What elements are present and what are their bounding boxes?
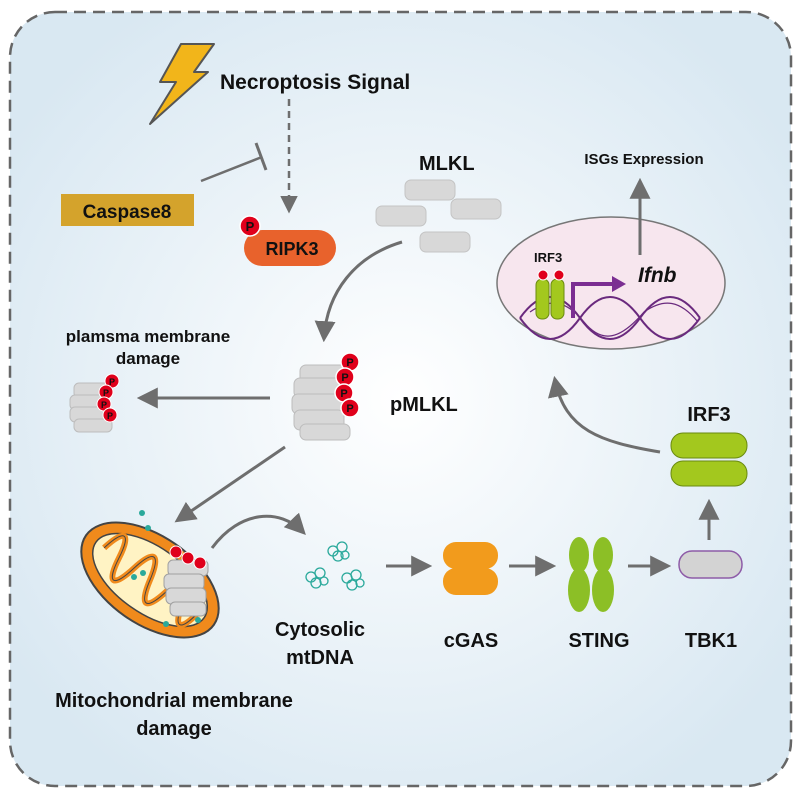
plasma-damage-label-line2: damage <box>116 349 180 368</box>
ifnb-label: Ifnb <box>638 264 677 287</box>
transcription-arrowhead <box>612 276 626 292</box>
tbk1-icon <box>678 550 743 579</box>
svg-text:P: P <box>340 388 347 400</box>
mito-damage-label-line2: damage <box>136 718 212 740</box>
mtdna-label-line1: Cytosolic <box>275 619 365 641</box>
cytosolic-mtdna-icon <box>305 541 365 591</box>
mlkl-to-pmlkl-arrow <box>314 240 403 343</box>
pmlkl-phospho-icons: P P P P <box>334 352 360 418</box>
nucleus-irf3-label: IRF3 <box>534 250 562 265</box>
plasma-damage-label-line1: plamsma membrane <box>66 327 230 346</box>
pmlkl-to-mito-arrow <box>174 445 286 523</box>
irf3-to-nucleus-arrow <box>548 375 661 454</box>
pmlkl-oligomer: P P P P <box>291 352 360 441</box>
mito-pmlkl-pore <box>163 545 209 617</box>
caspase8-inhibition-bar <box>254 142 268 171</box>
caspase8-inhibition-line <box>200 155 263 183</box>
svg-text:P: P <box>346 403 353 415</box>
svg-text:P: P <box>107 411 113 421</box>
svg-text:P: P <box>246 219 255 234</box>
svg-text:P: P <box>103 388 109 398</box>
nucleus-irf3-dimer-icon <box>535 269 565 320</box>
cgas-label: cGAS <box>444 630 498 652</box>
necroptosis-signal-label: Necroptosis Signal <box>220 71 410 94</box>
mito-to-mtdna-arrow <box>210 512 306 549</box>
svg-text:P: P <box>109 377 115 387</box>
svg-text:P: P <box>101 400 107 410</box>
mtdna-label-line2: mtDNA <box>286 647 354 669</box>
isgs-expression-label: ISGs Expression <box>584 151 703 168</box>
caspase8-label: Caspase8 <box>83 202 172 223</box>
lightning-icon <box>149 43 215 125</box>
mito-damage-label-line1: Mitochondrial membrane <box>55 690 293 712</box>
sting-icon <box>568 537 614 612</box>
svg-text:P: P <box>341 372 348 384</box>
pmlkl-label: pMLKL <box>390 394 458 416</box>
ripk3-pill <box>244 230 336 266</box>
mlkl-label: MLKL <box>419 153 475 175</box>
caspase8-box <box>61 194 194 226</box>
plasma-pmlkl-cluster: P P P P <box>69 373 120 433</box>
svg-text:P: P <box>346 357 353 369</box>
ripk3-label: RIPK3 <box>265 239 318 259</box>
mlkl-monomers <box>375 179 502 253</box>
irf3-dimer-icon <box>670 432 748 487</box>
tbk1-label: TBK1 <box>685 630 737 652</box>
mito-mtdna-dots <box>131 510 201 627</box>
irf3-label: IRF3 <box>687 404 730 426</box>
cgas-icon <box>443 542 498 595</box>
ripk3-phospho-icon: P <box>239 215 261 237</box>
transcription-start-arrow <box>571 282 612 318</box>
sting-label: STING <box>568 630 629 652</box>
